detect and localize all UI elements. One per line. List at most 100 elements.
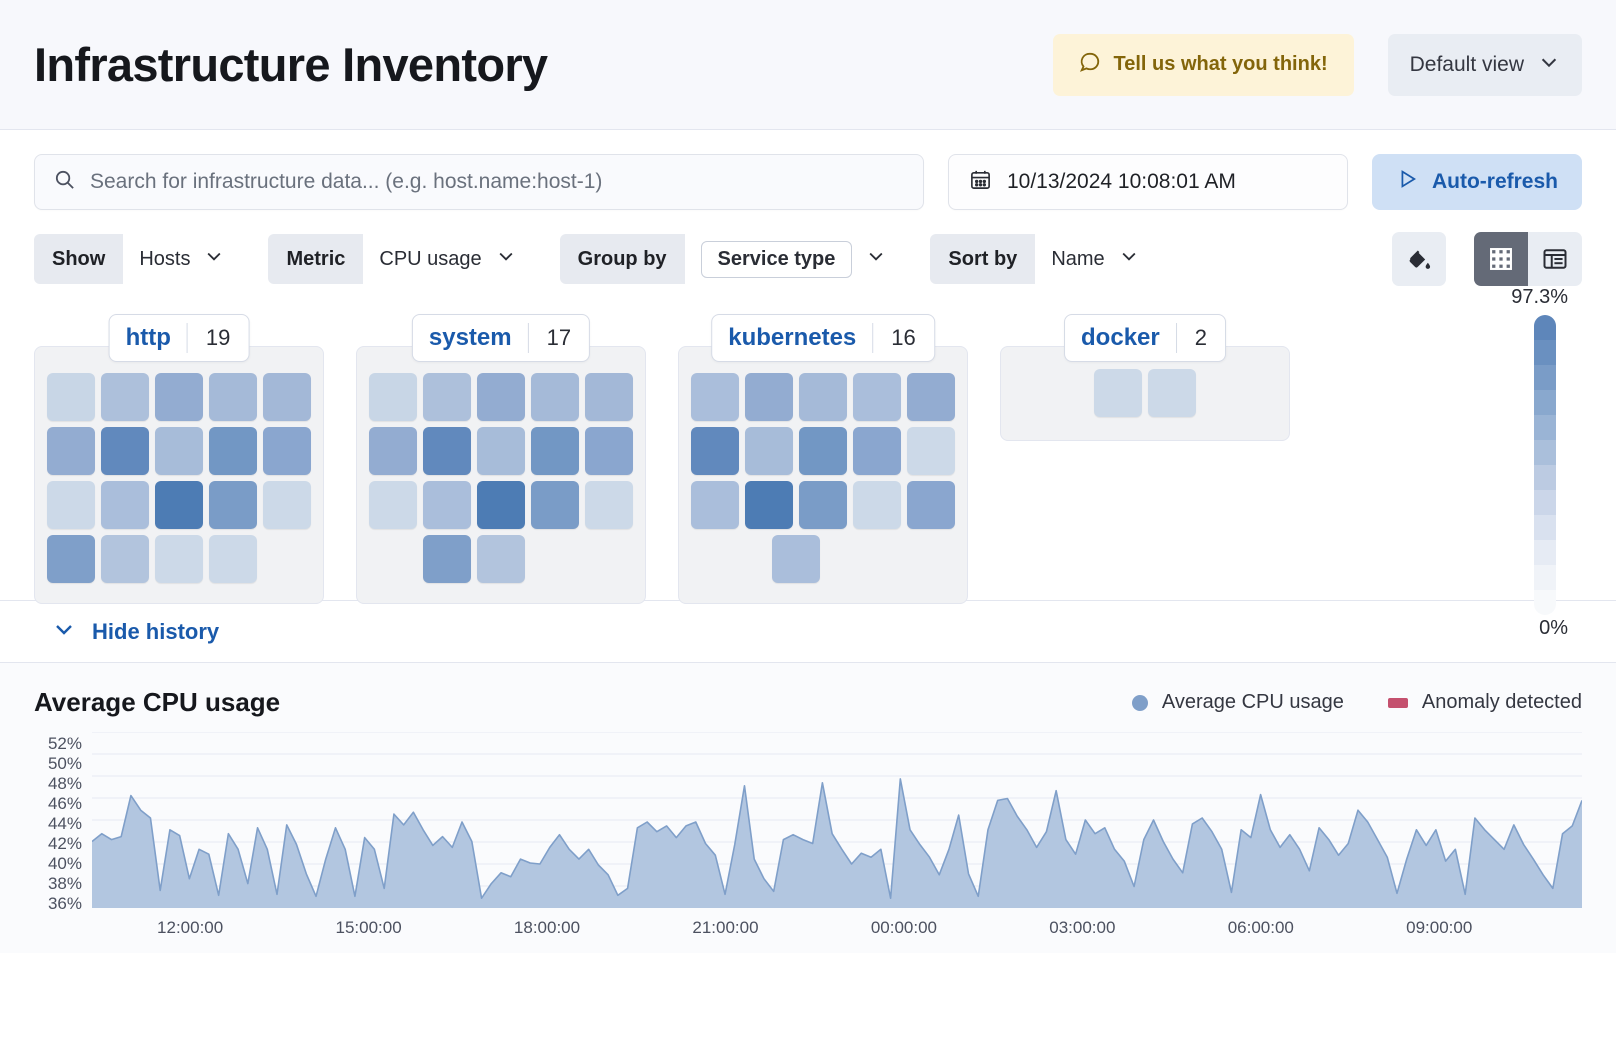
host-tile[interactable] — [691, 427, 739, 475]
host-tile[interactable] — [1148, 369, 1196, 417]
host-tile[interactable] — [47, 481, 95, 529]
comment-icon — [1079, 51, 1101, 79]
default-view-label: Default view — [1409, 52, 1524, 76]
host-tile[interactable] — [585, 427, 633, 475]
chevron-down-icon — [496, 246, 516, 272]
host-tile[interactable] — [691, 373, 739, 421]
tile-row — [369, 481, 633, 529]
host-tile[interactable] — [745, 427, 793, 475]
host-tile[interactable] — [799, 427, 847, 475]
host-tile[interactable] — [853, 427, 901, 475]
feedback-button[interactable]: Tell us what you think! — [1052, 33, 1354, 96]
host-tile[interactable] — [209, 427, 257, 475]
chevron-down-icon — [204, 246, 224, 272]
view-toggle — [1474, 232, 1582, 286]
filter-group-by: Group by Service type — [559, 234, 901, 284]
search-input[interactable]: Search for infrastructure data... (e.g. … — [34, 154, 924, 210]
host-tile[interactable] — [585, 481, 633, 529]
host-tile[interactable] — [907, 481, 955, 529]
tile-row — [691, 481, 955, 529]
host-tile[interactable] — [477, 427, 525, 475]
grid-view-icon[interactable] — [1474, 232, 1528, 286]
host-tile[interactable] — [155, 427, 203, 475]
host-tile[interactable] — [531, 481, 579, 529]
host-tile[interactable] — [423, 481, 471, 529]
legend-stop — [1534, 565, 1556, 590]
host-tile[interactable] — [263, 481, 311, 529]
host-tile[interactable] — [585, 373, 633, 421]
host-tile[interactable] — [263, 373, 311, 421]
group-name: docker — [1081, 324, 1160, 351]
group-pill-system[interactable]: system 17 — [411, 314, 591, 362]
host-tile[interactable] — [799, 481, 847, 529]
default-view-button[interactable]: Default view — [1387, 33, 1582, 96]
host-tile[interactable] — [423, 427, 471, 475]
search-row: Search for infrastructure data... (e.g. … — [34, 154, 1582, 210]
tile-row — [47, 427, 311, 475]
auto-refresh-button[interactable]: Auto-refresh — [1371, 154, 1582, 210]
host-tile[interactable] — [477, 535, 525, 583]
filter-metric-value[interactable]: CPU usage — [363, 234, 529, 284]
host-tile[interactable] — [263, 427, 311, 475]
group-count: 17 — [546, 325, 572, 350]
host-tile[interactable] — [477, 373, 525, 421]
table-view-icon[interactable] — [1528, 232, 1582, 286]
host-tile[interactable] — [369, 481, 417, 529]
host-tile[interactable] — [155, 535, 203, 583]
filter-sort-by-value[interactable]: Name — [1035, 234, 1152, 284]
host-tile[interactable] — [369, 427, 417, 475]
host-tile[interactable] — [745, 481, 793, 529]
host-tile[interactable] — [853, 481, 901, 529]
host-tile[interactable] — [369, 373, 417, 421]
filter-show-value[interactable]: Hosts — [123, 234, 238, 284]
host-tile[interactable] — [155, 373, 203, 421]
host-tile[interactable] — [691, 481, 739, 529]
host-tile[interactable] — [101, 481, 149, 529]
paint-bucket-icon[interactable] — [1392, 232, 1446, 286]
tile-row — [369, 427, 633, 475]
host-tile[interactable] — [209, 481, 257, 529]
host-tile[interactable] — [907, 373, 955, 421]
host-tile[interactable] — [745, 373, 793, 421]
host-tile[interactable] — [1094, 369, 1142, 417]
color-legend: 97.3% 0% — [1490, 286, 1570, 640]
group-name: system — [428, 324, 512, 351]
host-tile[interactable] — [531, 427, 579, 475]
filter-show: Show Hosts — [34, 234, 238, 284]
hide-history-toggle[interactable]: Hide history — [0, 601, 1616, 663]
auto-refresh-label: Auto-refresh — [1431, 170, 1558, 193]
date-value: 10/13/2024 10:08:01 AM — [1006, 170, 1236, 193]
host-tile[interactable] — [423, 373, 471, 421]
host-tile[interactable] — [477, 481, 525, 529]
date-picker[interactable]: 10/13/2024 10:08:01 AM — [947, 154, 1348, 210]
host-tile[interactable] — [101, 427, 149, 475]
host-tile[interactable] — [209, 535, 257, 583]
host-tile[interactable] — [47, 535, 95, 583]
host-tile[interactable] — [47, 373, 95, 421]
group-system: system 17 — [356, 314, 646, 604]
host-tile[interactable] — [155, 481, 203, 529]
host-tile[interactable] — [531, 373, 579, 421]
tile-row — [1094, 369, 1196, 417]
tile-row — [47, 535, 257, 583]
host-tile[interactable] — [799, 373, 847, 421]
y-tick-label: 46% — [47, 794, 82, 813]
host-tile[interactable] — [423, 535, 471, 583]
legend-stop — [1534, 315, 1556, 340]
host-tile[interactable] — [101, 535, 149, 583]
x-tick-label: 18:00:00 — [513, 918, 581, 937]
host-tile[interactable] — [209, 373, 257, 421]
host-tile[interactable] — [47, 427, 95, 475]
filter-sort-by: Sort by Name — [930, 234, 1152, 284]
host-tile[interactable] — [907, 427, 955, 475]
host-tile[interactable] — [853, 373, 901, 421]
chart-plot-area[interactable] — [92, 732, 1582, 908]
host-tile[interactable] — [772, 535, 820, 583]
legend-label: Anomaly detected — [1421, 691, 1582, 713]
host-tile[interactable] — [101, 373, 149, 421]
filter-group-by-value[interactable]: Service type — [685, 234, 901, 284]
